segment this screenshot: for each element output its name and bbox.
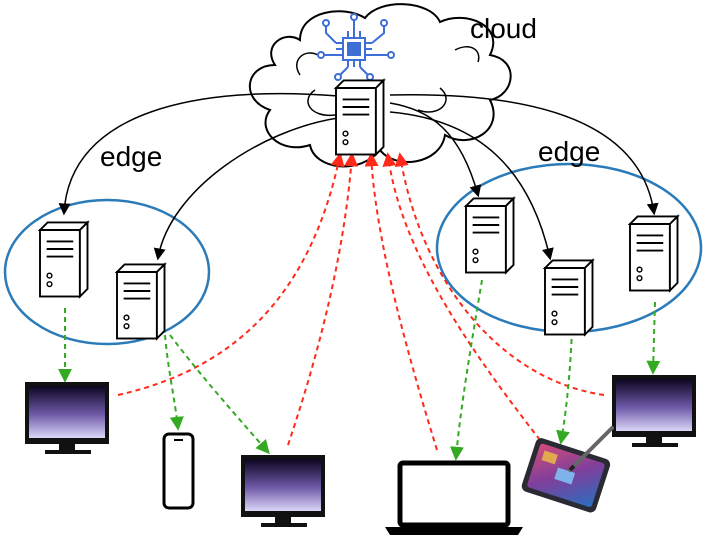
- edge-cluster-left: [3, 198, 211, 346]
- link-edge-to-tablet: [556, 329, 573, 445]
- link-edge-to-laptop: [449, 279, 483, 461]
- link-monitor2-to-cloud: [287, 152, 359, 446]
- link-edge-to-phone: [164, 334, 184, 431]
- link-monitor1-to-cloud: [117, 152, 345, 396]
- edge-label-right: edge: [538, 136, 601, 167]
- link-edge-to-monitor2: [169, 334, 270, 455]
- monitor-icon: [241, 455, 325, 527]
- monitor-icon: [25, 382, 109, 454]
- laptop-icon: [385, 460, 523, 535]
- cloud-label: cloud: [470, 13, 537, 44]
- link-cloud-to-edge-left-2: [153, 117, 339, 261]
- edge-server-icon: [629, 215, 679, 292]
- edge-server-icon: [544, 259, 594, 336]
- link-cloud-to-edge-right-1: [389, 102, 482, 198]
- monitor-icon: [612, 375, 696, 447]
- edge-server-icon: [465, 197, 515, 274]
- link-edge-to-monitor3: [646, 301, 661, 375]
- smartphone-icon: [162, 432, 195, 510]
- circuit-chip-icon: [317, 13, 395, 81]
- link-laptop-to-cloud: [364, 152, 438, 451]
- edge-label-left: edge: [100, 141, 163, 172]
- edge-server-icon: [116, 263, 166, 340]
- cloud-server-icon: [335, 79, 385, 156]
- link-tablet-to-cloud: [382, 152, 541, 441]
- link-cloud-to-edge-right-2: [389, 111, 554, 261]
- tablet-with-stylus-icon: [521, 426, 614, 513]
- link-cloud-to-edge-right-3: [389, 93, 659, 216]
- link-cloud-to-edge-left-1: [58, 92, 339, 216]
- edge-server-icon: [39, 221, 89, 298]
